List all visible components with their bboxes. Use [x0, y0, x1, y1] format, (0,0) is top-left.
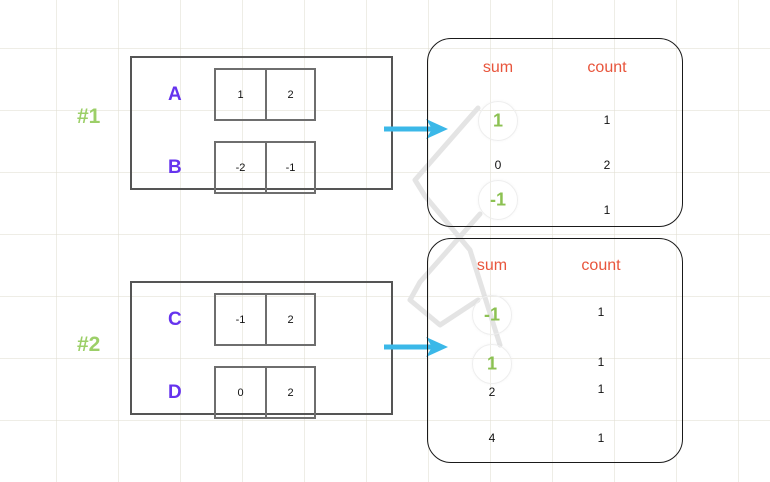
- highlight-circle: [472, 344, 512, 384]
- matrix-row-cells-d: 0 2: [214, 366, 316, 419]
- matrix-row-cells-a: 1 2: [214, 68, 316, 121]
- matrix-cell: -2: [235, 161, 246, 174]
- matrix-panel-2: C -1 2 D 0 2: [130, 281, 393, 419]
- table1-cell-count: 1: [603, 203, 611, 217]
- table1-cell-count: 2: [603, 158, 611, 172]
- result-table-2: sum count -1 1 1 1 2 1 4 1: [427, 238, 683, 463]
- table2-cell-count: 1: [597, 431, 605, 445]
- matrix-cell: 2: [265, 368, 314, 417]
- matrix-cell: 2: [265, 70, 314, 119]
- table2-cell-sum: 1: [486, 353, 498, 374]
- table1-header-count: count: [587, 59, 627, 76]
- matrix-cell: -1: [265, 143, 314, 192]
- matrix-row-label-c: C: [168, 309, 182, 330]
- table2-cell-count: 1: [597, 355, 605, 369]
- table2-cell-sum: 2: [488, 385, 496, 399]
- table1-cell-count: 1: [603, 113, 611, 127]
- table2-cell-count: 1: [597, 305, 605, 319]
- table2-header-sum: sum: [476, 257, 508, 274]
- highlight-circle: [472, 295, 512, 335]
- matrix-cell: 1: [237, 88, 244, 101]
- table1-cell-sum: 1: [492, 110, 504, 131]
- matrix-row-cells-b: -2 -1: [214, 141, 316, 194]
- table2-cell-sum: 4: [488, 431, 496, 445]
- matrix-cell: -1: [235, 313, 246, 326]
- matrix-panel-1: A 1 2 B -2 -1: [130, 56, 393, 194]
- matrix-cell: 0: [237, 386, 244, 399]
- matrix-cell: 2: [265, 295, 314, 344]
- table2-cell-sum: -1: [483, 304, 501, 325]
- result-table-1: sum count 1 1 0 2 -1 1: [427, 38, 683, 227]
- highlight-circle: [478, 180, 518, 220]
- table2-cell-count: 1: [597, 382, 605, 396]
- table1-cell-sum: 0: [494, 158, 502, 172]
- group-label-2: #2: [77, 333, 101, 356]
- highlight-circle: [478, 101, 518, 141]
- group-label-1: #1: [77, 105, 101, 128]
- matrix-row-label-a: A: [168, 84, 182, 105]
- matrix-row-label-d: D: [168, 382, 182, 403]
- matrix-row-label-b: B: [168, 157, 182, 178]
- table1-cell-sum: -1: [489, 189, 507, 210]
- table1-header-sum: sum: [482, 59, 514, 76]
- table2-header-count: count: [581, 257, 621, 274]
- matrix-row-cells-c: -1 2: [214, 293, 316, 346]
